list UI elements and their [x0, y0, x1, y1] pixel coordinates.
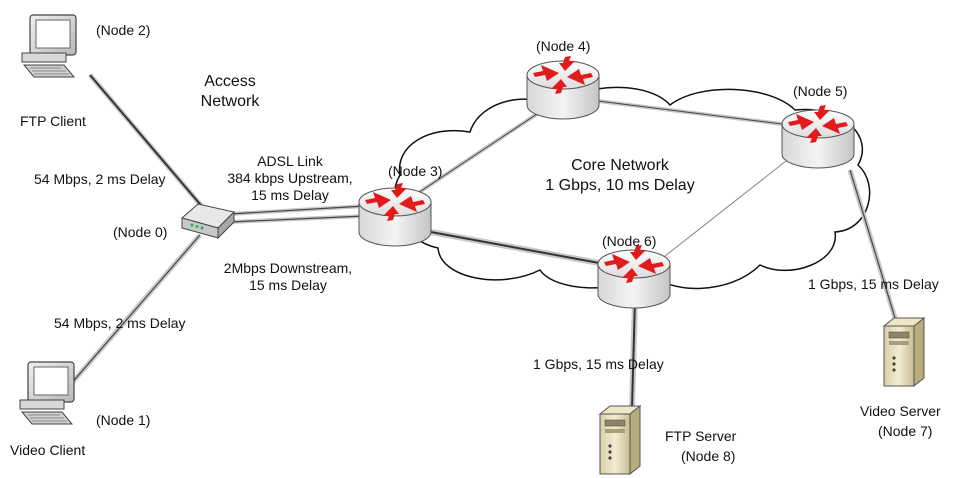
node2-label: (Node 2) — [96, 22, 151, 38]
adsl-link-label-line1: ADSL Link — [257, 153, 323, 169]
node5-label: (Node 5) — [793, 83, 848, 99]
core-network-label: Core Network 1 Gbps, 10 ms Delay — [520, 156, 720, 196]
adsl-link-label-line2: 384 kbps Upstream, — [227, 170, 353, 186]
access-network-label-line1: Access — [204, 73, 256, 90]
downstream-link-label: 2Mbps Downstream, 15 ms Delay — [213, 260, 363, 294]
video-client-pc-icon — [19, 361, 75, 425]
adsl-modem-icon — [180, 203, 235, 240]
node8-label: (Node 8) — [681, 448, 736, 464]
ftp-client-pc-icon — [21, 14, 77, 78]
adsl-link-label-line3: 15 ms Delay — [251, 187, 329, 203]
core-network-label-line1: Core Network — [571, 157, 669, 174]
node3-label: (Node 3) — [388, 163, 443, 179]
downstream-link-label-line1: 2Mbps Downstream, — [223, 260, 353, 276]
network-links — [68, 73, 898, 409]
router-node6-icon — [597, 244, 671, 309]
router-node4-icon — [526, 55, 600, 120]
video-client-label: Video Client — [10, 442, 86, 458]
adsl-link-label: ADSL Link 384 kbps Upstream, 15 ms Delay — [215, 153, 365, 204]
node0-label: (Node 0) — [113, 224, 168, 240]
ftp-server-icon — [599, 405, 641, 475]
node6-label: (Node 6) — [602, 233, 657, 249]
video-server-label: Video Server — [860, 403, 941, 419]
node1-label: (Node 1) — [96, 412, 151, 428]
router-node5-icon — [781, 104, 855, 169]
node4-label: (Node 4) — [536, 38, 591, 54]
access-network-label-line2: Network — [200, 93, 260, 110]
video-server-link-label: 1 Gbps, 15 ms Delay — [808, 276, 939, 292]
ftp-server-label: FTP Server — [665, 428, 737, 444]
core-network-label-line2: 1 Gbps, 10 ms Delay — [545, 177, 695, 194]
video-server-icon — [883, 317, 925, 387]
router-node3-icon — [358, 182, 432, 247]
client1-link-label: 54 Mbps, 2 ms Delay — [54, 315, 186, 331]
downstream-link-label-line2: 15 ms Delay — [249, 277, 327, 293]
ftp-server-link-label: 1 Gbps, 15 ms Delay — [533, 356, 664, 372]
node7-label: (Node 7) — [878, 423, 933, 439]
ftp-client-label: FTP Client — [20, 113, 86, 129]
client2-link-label: 54 Mbps, 2 ms Delay — [34, 171, 166, 187]
access-network-label: Access Network — [180, 72, 280, 112]
